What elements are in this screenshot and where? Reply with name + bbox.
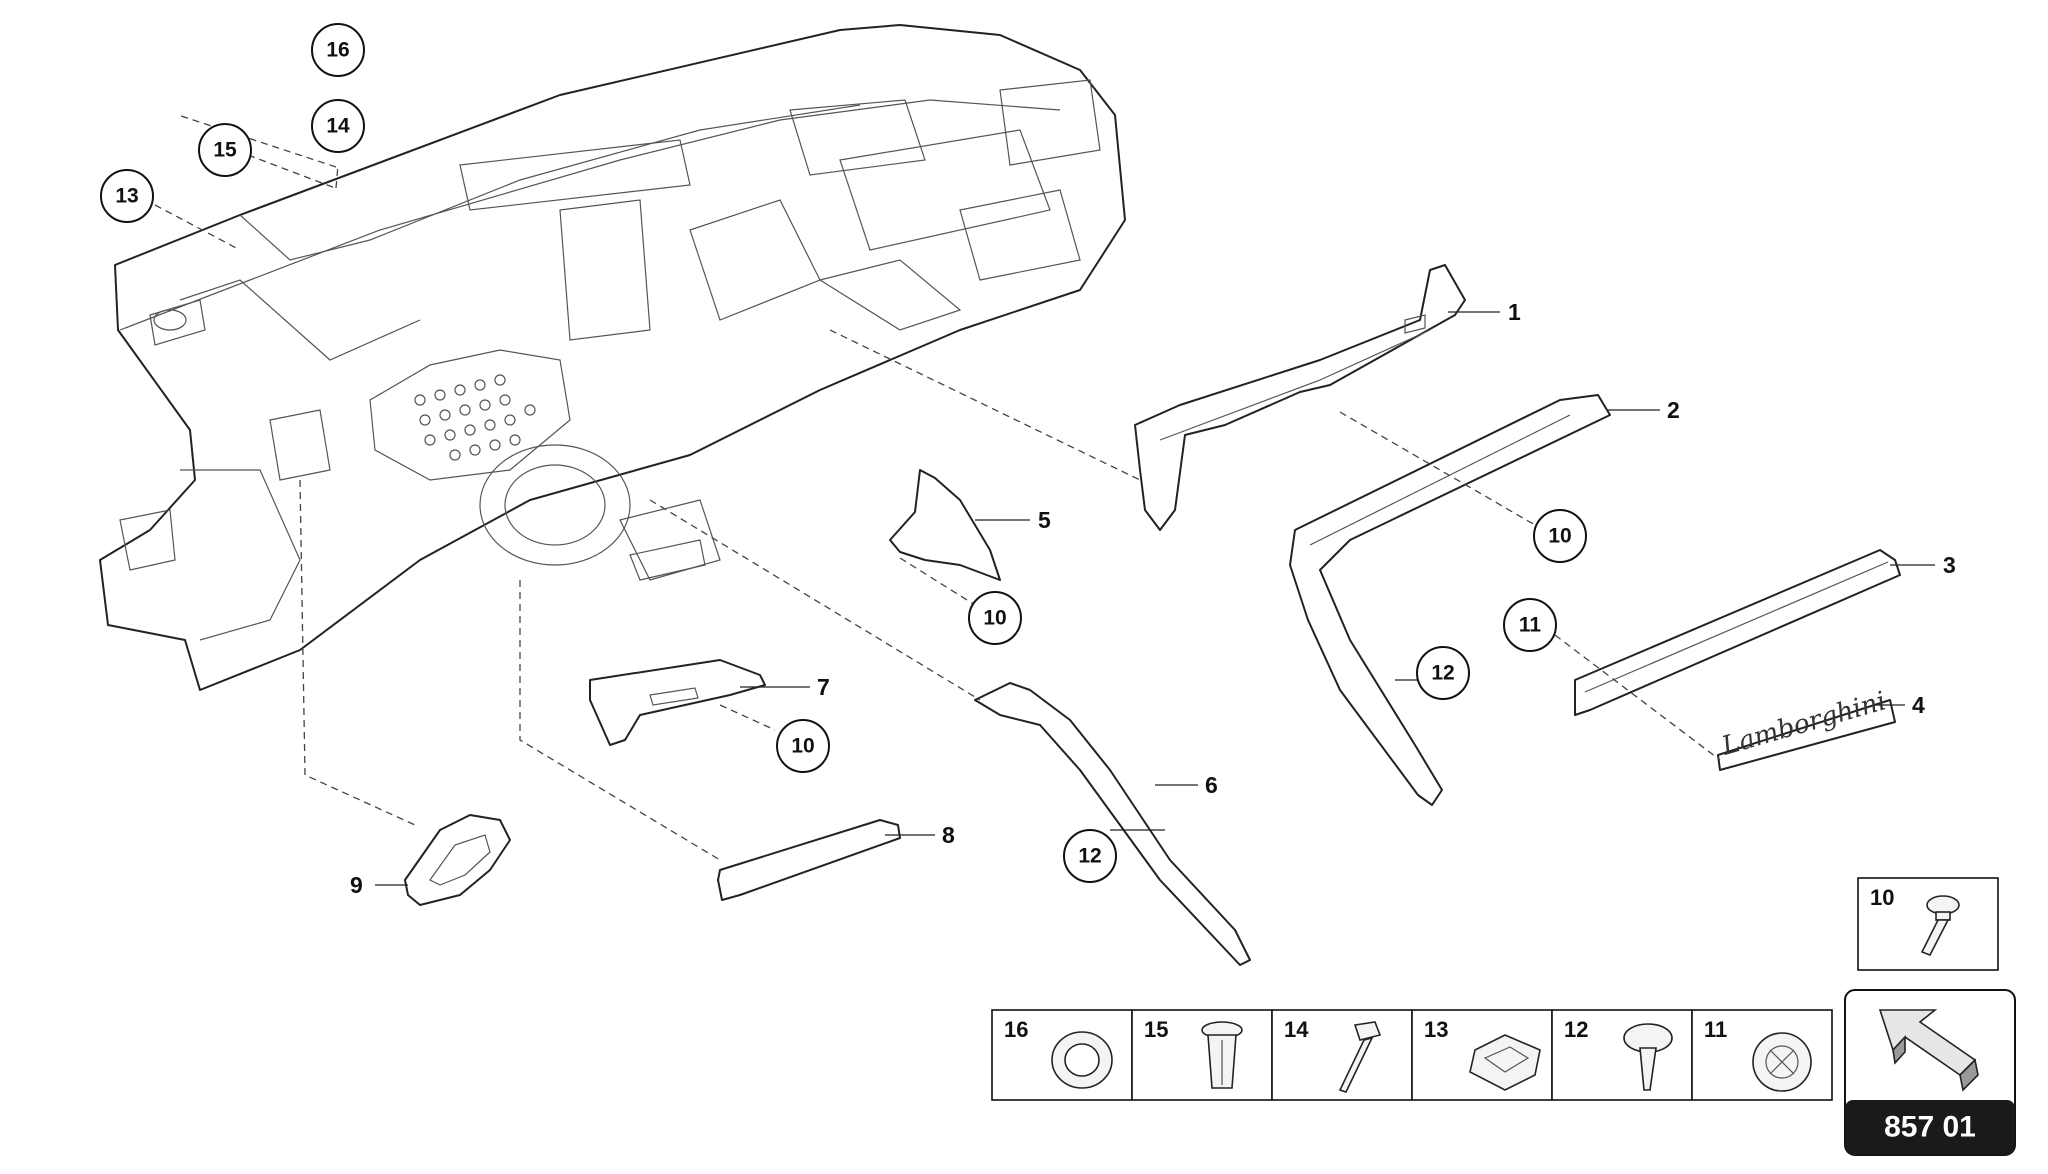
- part-label-7: 7: [817, 674, 830, 700]
- fastener-table-number: 13: [1424, 1017, 1448, 1042]
- reference-code: 857 01: [1884, 1111, 1976, 1144]
- part-label-3: 3: [1943, 552, 1956, 578]
- callout-12-label: 12: [1078, 845, 1101, 868]
- callout-12-right: 12: [1416, 646, 1470, 700]
- part-6-curved-strip: [974, 682, 1251, 966]
- reference-box: 857 01: [1844, 989, 2016, 1156]
- callout-15: 15: [198, 123, 252, 177]
- callout-10-label: 10: [791, 735, 814, 758]
- fastener-table-number: 16: [1004, 1017, 1028, 1042]
- part-label-1: 1: [1508, 299, 1521, 325]
- spring-nut-icon: [1752, 1032, 1812, 1092]
- callout-16: 16: [311, 23, 365, 77]
- grommet-ring-icon: [1051, 1031, 1113, 1089]
- callout-10-upper-right: 10: [1533, 509, 1587, 563]
- callout-10-center: 10: [968, 591, 1022, 645]
- part-label-2: 2: [1667, 397, 1680, 423]
- callout-13-label: 13: [115, 185, 138, 208]
- part-9-bezel: [404, 814, 511, 906]
- callout-11: 11: [1503, 598, 1557, 652]
- callout-10-label: 10: [1548, 525, 1571, 548]
- part-8-lower-cover: [717, 819, 901, 901]
- callout-13: 13: [100, 169, 154, 223]
- callout-16-label: 16: [326, 39, 349, 62]
- plastic-rivet-icon: [1201, 1021, 1243, 1089]
- part-3-straight-trim: [1574, 549, 1901, 716]
- part-1-dash-trim-right: [1134, 264, 1466, 531]
- part-label-8: 8: [942, 822, 955, 848]
- part-label-4: 4: [1912, 692, 1925, 718]
- fastener-table-number: 15: [1144, 1017, 1168, 1042]
- cluster-speaker-grille: [414, 374, 536, 461]
- callout-14: 14: [311, 99, 365, 153]
- dashed-leaders: [154, 114, 1721, 861]
- part-label-6: 6: [1205, 772, 1218, 798]
- part-label-9: 9: [350, 872, 363, 898]
- callout-12-center: 12: [1063, 829, 1117, 883]
- screw-icon: [1920, 895, 1960, 956]
- fastener-10-box: 10: [1857, 877, 1999, 971]
- callout-12-label: 12: [1431, 662, 1454, 685]
- bolt-icon: [1338, 1021, 1382, 1093]
- view-direction-arrow-icon: [1878, 1009, 1979, 1092]
- dashboard-assembly: [99, 24, 1126, 691]
- push-clip-icon: [1623, 1023, 1673, 1091]
- clip-icon: [1469, 1034, 1541, 1091]
- part-4-emblem: Lamborghini: [1717, 686, 1896, 771]
- callout-11-label: 11: [1519, 614, 1542, 637]
- fastener-table-number: 12: [1564, 1017, 1588, 1042]
- fastener-table-number: 11: [1704, 1017, 1727, 1042]
- callout-15-label: 15: [213, 139, 237, 162]
- callout-10-lower: 10: [776, 719, 830, 773]
- part-label-5: 5: [1038, 507, 1051, 533]
- callout-10-label: 10: [983, 607, 1006, 630]
- part-5-triangle-trim: [889, 469, 1001, 581]
- fastener-table-number: 14: [1284, 1017, 1309, 1042]
- fastener-10-number: 10: [1870, 885, 1894, 910]
- fastener-table: 16 15 14 13 12 11: [991, 1009, 1833, 1101]
- callout-14-label: 14: [326, 115, 350, 138]
- part-7-lower-trim: [589, 659, 766, 746]
- part-2-curved-side-trim: [1289, 394, 1611, 806]
